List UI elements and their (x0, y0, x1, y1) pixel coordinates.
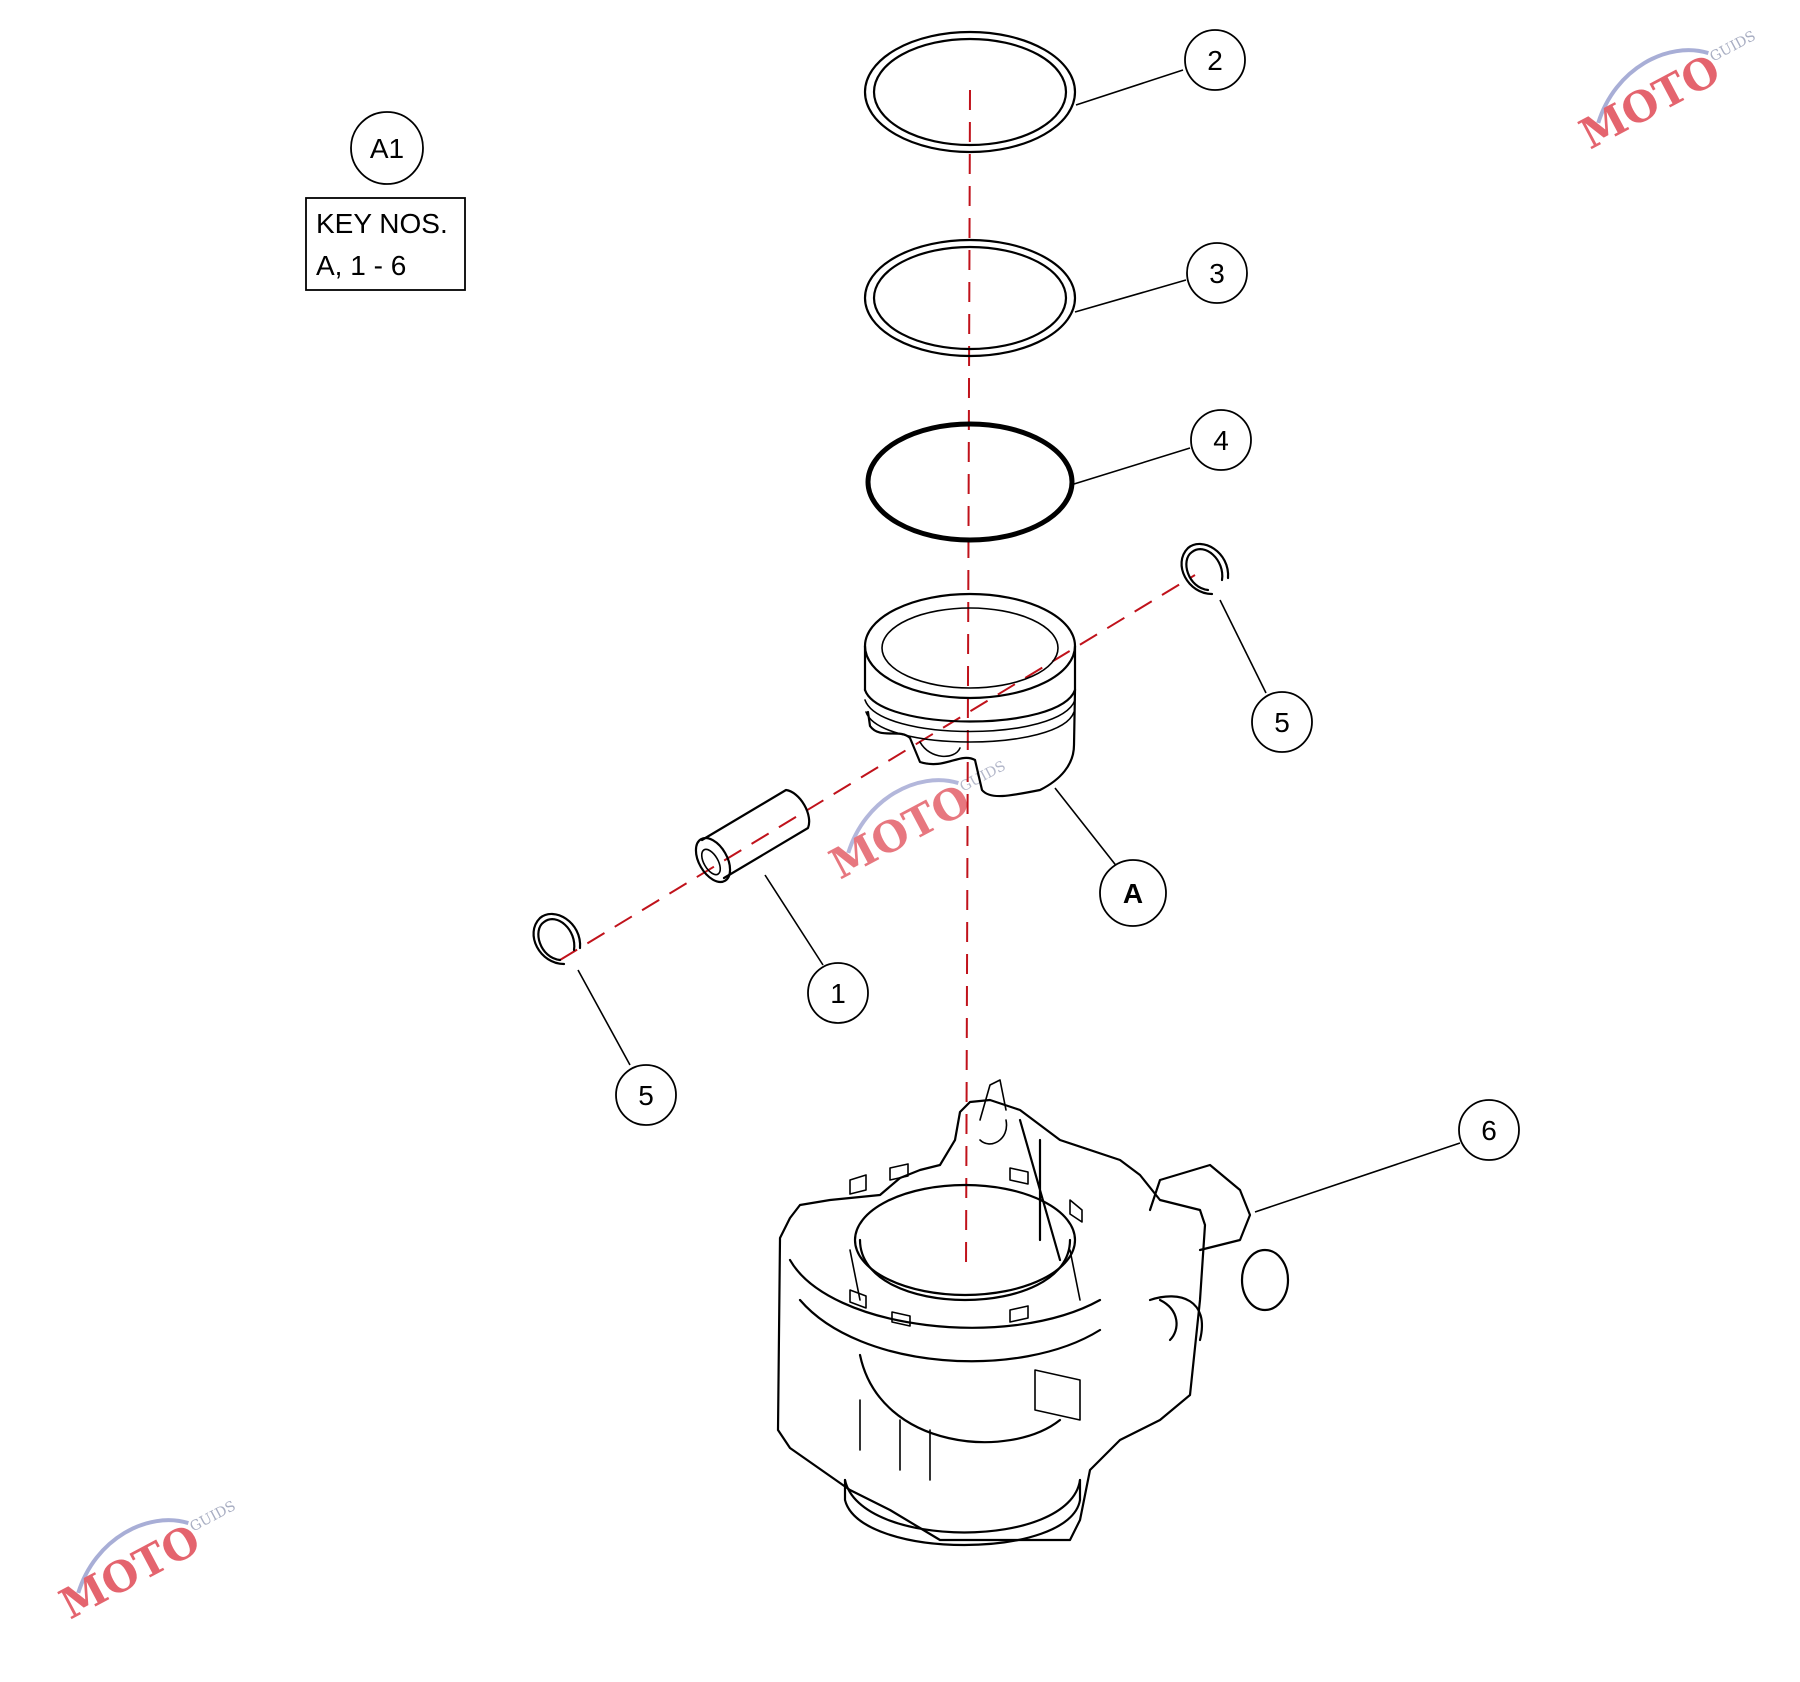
svg-text:2: 2 (1207, 45, 1223, 76)
pin-axis (559, 574, 1196, 961)
circlip-right (1180, 542, 1230, 596)
callout-6: 6 (1458, 1099, 1520, 1161)
watermark-top-right: MOTO GUIDS (1572, 28, 1759, 159)
watermark-bottom-left: MOTO GUIDS (52, 1498, 239, 1629)
key-line-1: KEY NOS. (316, 208, 448, 239)
callout-5-right: 5 (1251, 691, 1313, 753)
leader-5-left (577, 969, 631, 1066)
svg-text:6: 6 (1481, 1115, 1497, 1146)
svg-text:3: 3 (1209, 258, 1225, 289)
callout-3: 3 (1186, 242, 1248, 304)
piston-pin (694, 788, 811, 884)
oil-ring (865, 421, 1075, 543)
callout-A: A (1099, 859, 1167, 927)
watermark-subtext: GUIDS (1707, 28, 1758, 65)
key-numbers-box (305, 197, 466, 291)
svg-text:A: A (1123, 878, 1143, 909)
svg-text:1: 1 (830, 978, 846, 1009)
leader-3 (1074, 279, 1187, 313)
leader-6 (1254, 1142, 1461, 1213)
section-label: A1 (370, 133, 404, 164)
cylinder-block (776, 1079, 1290, 1546)
circlip-left (532, 912, 582, 966)
leader-4 (1073, 447, 1191, 485)
piston-ring-second (863, 238, 1077, 358)
leader-1 (764, 874, 824, 966)
key-box-group: A1 KEY NOS. A, 1 - 6 (305, 111, 466, 291)
leader-2 (1075, 69, 1184, 106)
callout-1: 1 (807, 962, 869, 1024)
center-axis (965, 89, 971, 1271)
watermark-subtext: GUIDS (187, 1498, 238, 1535)
leader-5-right (1219, 599, 1267, 694)
piston (863, 592, 1077, 798)
section-callout-circle (350, 111, 424, 185)
piston-ring-top (863, 30, 1077, 154)
svg-text:5: 5 (638, 1080, 654, 1111)
svg-text:5: 5 (1274, 707, 1290, 738)
callout-4: 4 (1190, 409, 1252, 471)
svg-text:4: 4 (1213, 425, 1229, 456)
callout-2: 2 (1184, 29, 1246, 91)
key-line-2: A, 1 - 6 (316, 250, 406, 281)
watermark-center: MOTO GUIDS (822, 758, 1009, 889)
leader-A (1054, 787, 1119, 869)
callout-5-left: 5 (615, 1064, 677, 1126)
